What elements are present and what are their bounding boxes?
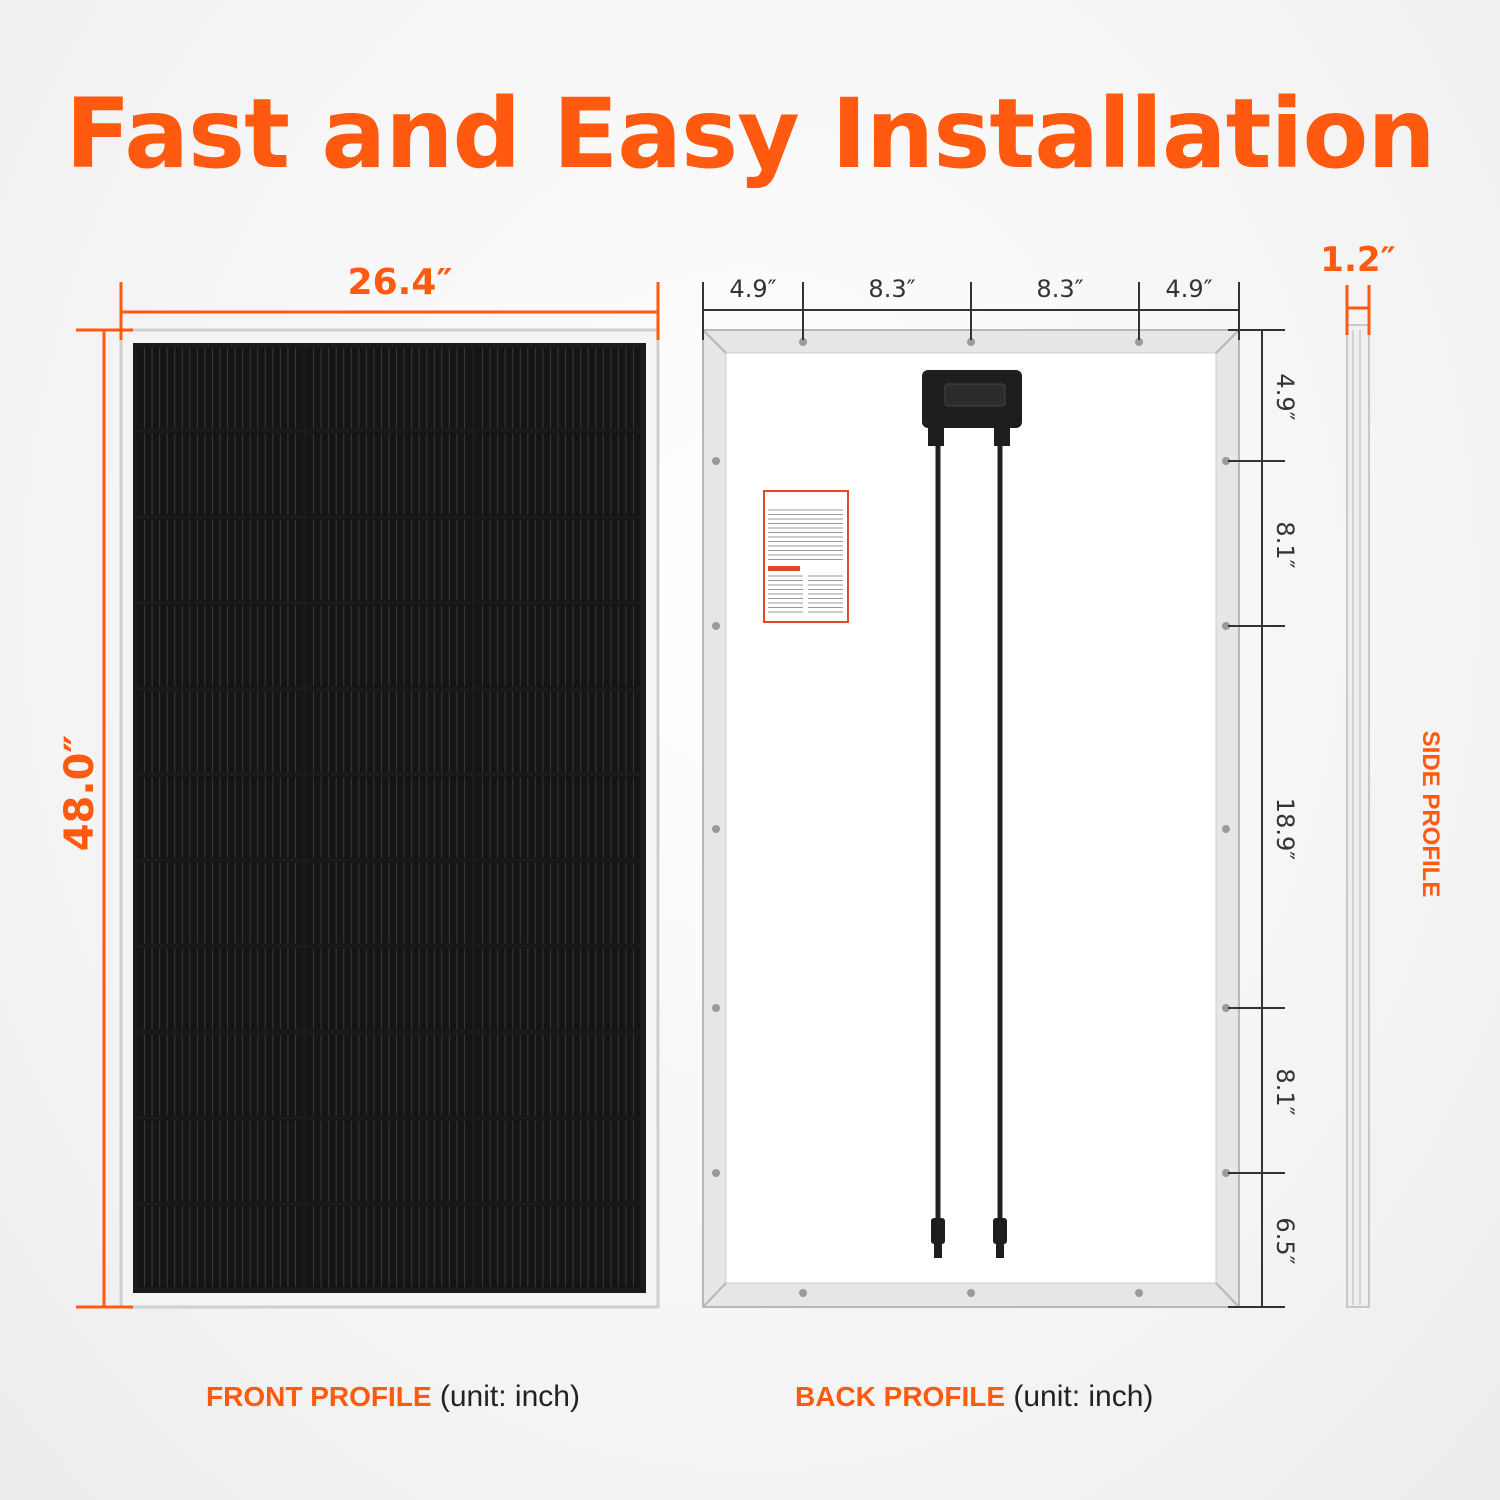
front-width-label: 26.4″ [347,262,453,303]
back-right-label-3: 18.9″ [1271,797,1299,861]
back-top-label-3: 8.3″ [1036,275,1084,303]
back-top-label-2: 8.3″ [868,275,916,303]
side-dimension-lines [1345,285,1371,335]
front-height-label: 48.0″ [57,734,103,852]
back-right-label-4: 8.1″ [1271,1068,1299,1116]
front-caption-unit: (unit: inch) [431,1380,580,1413]
front-dimension-lines [76,282,660,1309]
back-dimension-lines [702,282,1285,1308]
front-caption-highlight: FRONT PROFILE [206,1381,432,1412]
back-right-label-2: 8.1″ [1271,521,1299,569]
back-panel [702,329,1240,1308]
side-profile-label: SIDE PROFILE [1417,730,1444,898]
front-profile-caption: FRONT PROFILE (unit: inch) [206,1380,580,1414]
back-top-label-1: 4.9″ [729,275,777,303]
connector-icon [931,1218,1007,1258]
back-right-label-5: 6.5″ [1271,1217,1299,1265]
back-right-label-1: 4.9″ [1271,373,1299,421]
back-top-label-4: 4.9″ [1165,275,1213,303]
junction-box-icon [922,370,1022,446]
spec-label-sticker [763,490,849,623]
side-thickness-label: 1.2″ [1320,240,1396,280]
back-caption-unit: (unit: inch) [1005,1380,1154,1413]
front-panel [119,328,660,1309]
back-profile-caption: BACK PROFILE (unit: inch) [795,1380,1153,1414]
back-caption-highlight: BACK PROFILE [795,1381,1005,1412]
page-title: Fast and Easy Installation [65,78,1436,190]
side-profile-frame [1346,324,1370,1308]
